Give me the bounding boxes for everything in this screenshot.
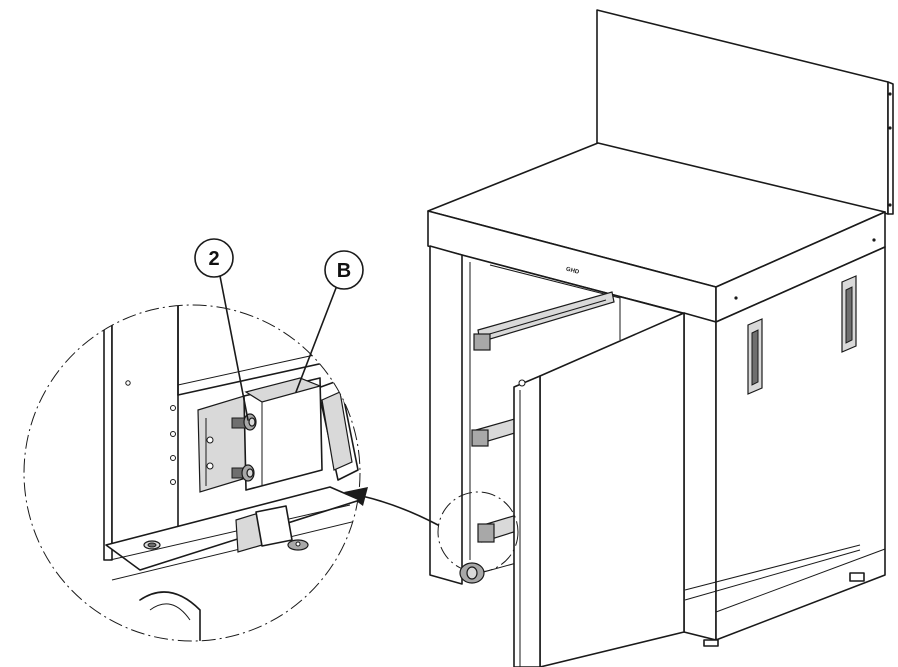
side-handle-rear bbox=[841, 275, 857, 353]
detail-arrow bbox=[344, 487, 439, 526]
detail-magnifier bbox=[23, 304, 361, 642]
foot-rear-right bbox=[849, 572, 865, 582]
callout-part-b: B bbox=[295, 250, 364, 393]
drawer-pin bbox=[518, 379, 526, 387]
screw-lower bbox=[231, 464, 255, 482]
callout-part-2: 2 bbox=[194, 238, 249, 421]
side-handle-front bbox=[747, 318, 763, 395]
slide-block bbox=[243, 377, 323, 491]
callout-2-label: 2 bbox=[208, 248, 219, 270]
detail-border bbox=[23, 304, 361, 642]
cabinet-body bbox=[429, 245, 886, 647]
brand-mark: GHD bbox=[565, 267, 580, 276]
drawer-door bbox=[437, 312, 685, 667]
caster-wheel bbox=[459, 562, 485, 584]
drawer-slide-middle bbox=[471, 417, 519, 447]
foot-front-right bbox=[703, 639, 719, 647]
detail-location-circle bbox=[437, 491, 519, 573]
cabinet: GHD bbox=[427, 9, 894, 667]
retaining-clip bbox=[235, 505, 309, 553]
countertop: GHD bbox=[427, 142, 886, 323]
drawer-slide-upper bbox=[473, 291, 615, 351]
callout-b-label: B bbox=[337, 260, 351, 282]
